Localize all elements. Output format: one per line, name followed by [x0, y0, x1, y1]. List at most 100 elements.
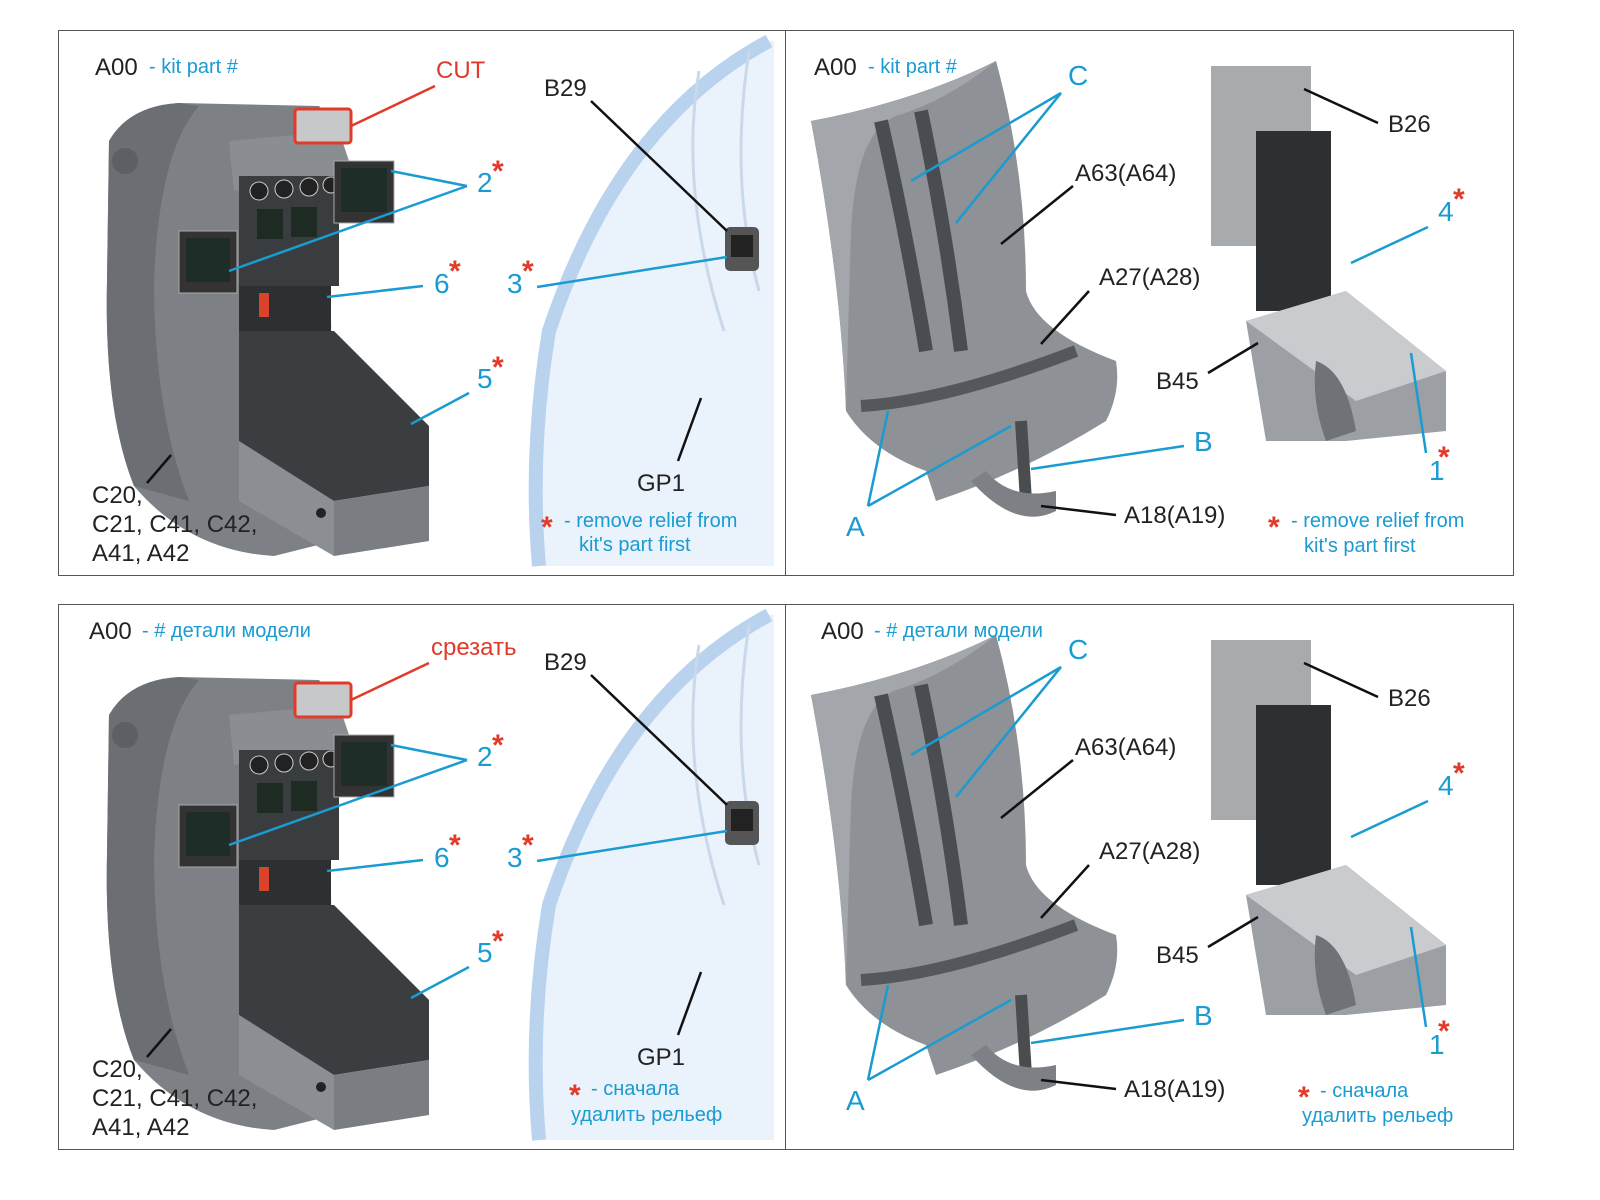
label-a18: A18(A19) [1124, 502, 1225, 529]
note-line-2: kit's part first [579, 534, 691, 556]
header-code: A00 [89, 618, 132, 645]
header-code: A00 [95, 54, 138, 81]
gauge [274, 179, 294, 199]
header-text: - # детали модели [874, 620, 1043, 642]
gauge [299, 177, 319, 197]
console-knob [112, 148, 138, 174]
lower-console-front [239, 1015, 334, 1130]
callout-1: 1 [1429, 1029, 1445, 1060]
lower-console-top [239, 331, 429, 501]
label-a18: A18(A19) [1124, 1076, 1225, 1103]
leader-2b [228, 758, 468, 847]
strap-right [914, 683, 968, 926]
canopy-shape [535, 615, 774, 1140]
leader-a27 [1040, 864, 1090, 919]
parts-line-1: C20, [92, 482, 143, 509]
cut-leader [350, 84, 436, 128]
callout-4: 4 [1438, 196, 1454, 227]
seat-box-grid [1246, 865, 1446, 975]
side-display-right-screen [341, 742, 387, 786]
strap-left [874, 693, 933, 927]
label-a27: A27(A28) [1099, 264, 1200, 291]
label-b45: B45 [1156, 368, 1199, 395]
callout-2: 2 [477, 741, 493, 772]
mfd-screen [257, 783, 283, 813]
leader-4 [1350, 225, 1429, 265]
leader-3 [536, 255, 728, 289]
callout-6: 6 [434, 268, 450, 299]
seat-diagram-ru: A00 - # детали модели C A63(A64) A27(A28… [811, 618, 1465, 1127]
lap-belt [860, 919, 1079, 986]
mirror-face [731, 235, 753, 257]
label-b29: B29 [544, 75, 587, 102]
leader-b [1030, 1018, 1185, 1045]
cut-marker [293, 107, 353, 145]
note-line-2: удалить рельеф [571, 1104, 722, 1126]
note-line-1: - remove relief from [1291, 510, 1464, 532]
header-text: - kit part # [868, 56, 958, 78]
leader-6 [326, 284, 424, 299]
canopy-shape [535, 41, 774, 566]
callout-5: 5 [477, 937, 493, 968]
leader-b29 [590, 100, 728, 232]
side-display-right-screen [341, 168, 387, 212]
callout-2-star: * [492, 729, 504, 762]
leader-c2 [955, 92, 1062, 224]
leader-parts [146, 454, 172, 484]
parts-line-3: A41, A42 [92, 540, 189, 567]
leader-a2 [867, 998, 1012, 1082]
note-line-2: kit's part first [1304, 535, 1416, 557]
gauge [299, 751, 319, 771]
red-lever [259, 867, 269, 891]
leader-c1 [910, 91, 1062, 183]
header-code: A00 [821, 618, 864, 645]
label-a63: A63(A64) [1075, 160, 1176, 187]
callout-c: C [1068, 634, 1088, 665]
parts-line-3: A41, A42 [92, 1114, 189, 1141]
header-text: - kit part # [149, 56, 239, 78]
label-a63: A63(A64) [1075, 734, 1176, 761]
leader-a1 [866, 410, 890, 507]
leader-a63 [1000, 185, 1074, 245]
strap-right [914, 109, 968, 352]
cut-leader [350, 661, 430, 702]
crotch-strap [1015, 420, 1032, 502]
note-line-1: - remove relief from [564, 510, 737, 532]
label-gp1: GP1 [637, 1044, 685, 1071]
strap-left [874, 119, 933, 353]
callout-1-star: * [1438, 441, 1450, 474]
note-star: * [1298, 1081, 1310, 1114]
callout-2-star: * [492, 155, 504, 188]
seat-box-panel [1256, 705, 1331, 885]
panel-seat-ru: A00 - # детали модели C A63(A64) A27(A28… [785, 604, 1514, 1150]
seat-box-slot [1314, 935, 1356, 1015]
note-star: * [1268, 511, 1280, 544]
callout-b: B [1194, 1000, 1213, 1031]
leader-gp1 [676, 971, 703, 1036]
console-diagram-ru: A00 - # детали модели срезать 2 * 6 * 5 … [89, 608, 774, 1141]
leader-gp1 [676, 397, 703, 462]
lower-console-front [239, 441, 334, 556]
leader-c2 [955, 666, 1062, 798]
canopy-frame [528, 608, 773, 1141]
parts-line-1: C20, [92, 1056, 143, 1083]
mirror-face [731, 809, 753, 831]
callout-1: 1 [1429, 455, 1445, 486]
parts-line-2: C21, C41, C42, [92, 1085, 257, 1112]
seat-box-grid [1246, 291, 1446, 401]
leader-a18 [1040, 504, 1117, 517]
callout-5: 5 [477, 363, 493, 394]
leader-4 [1350, 799, 1429, 839]
seat-box-slot [1314, 361, 1356, 441]
panel-seat-en: A00 - kit part # C A63(A64) A27(A28) B A… [785, 30, 1514, 576]
callout-3-star: * [522, 829, 534, 862]
callout-5-star: * [492, 925, 504, 958]
panel-console-en: A00 - kit part # CUT 2 * 6 * 5 * 3 * B29… [58, 30, 787, 576]
console-knob [112, 722, 138, 748]
leader-parts [146, 1028, 172, 1058]
console-hole [316, 508, 326, 518]
canopy-strut [691, 70, 726, 332]
callout-6-star: * [449, 255, 461, 288]
lap-belt [860, 345, 1079, 412]
leader-6 [326, 858, 424, 873]
